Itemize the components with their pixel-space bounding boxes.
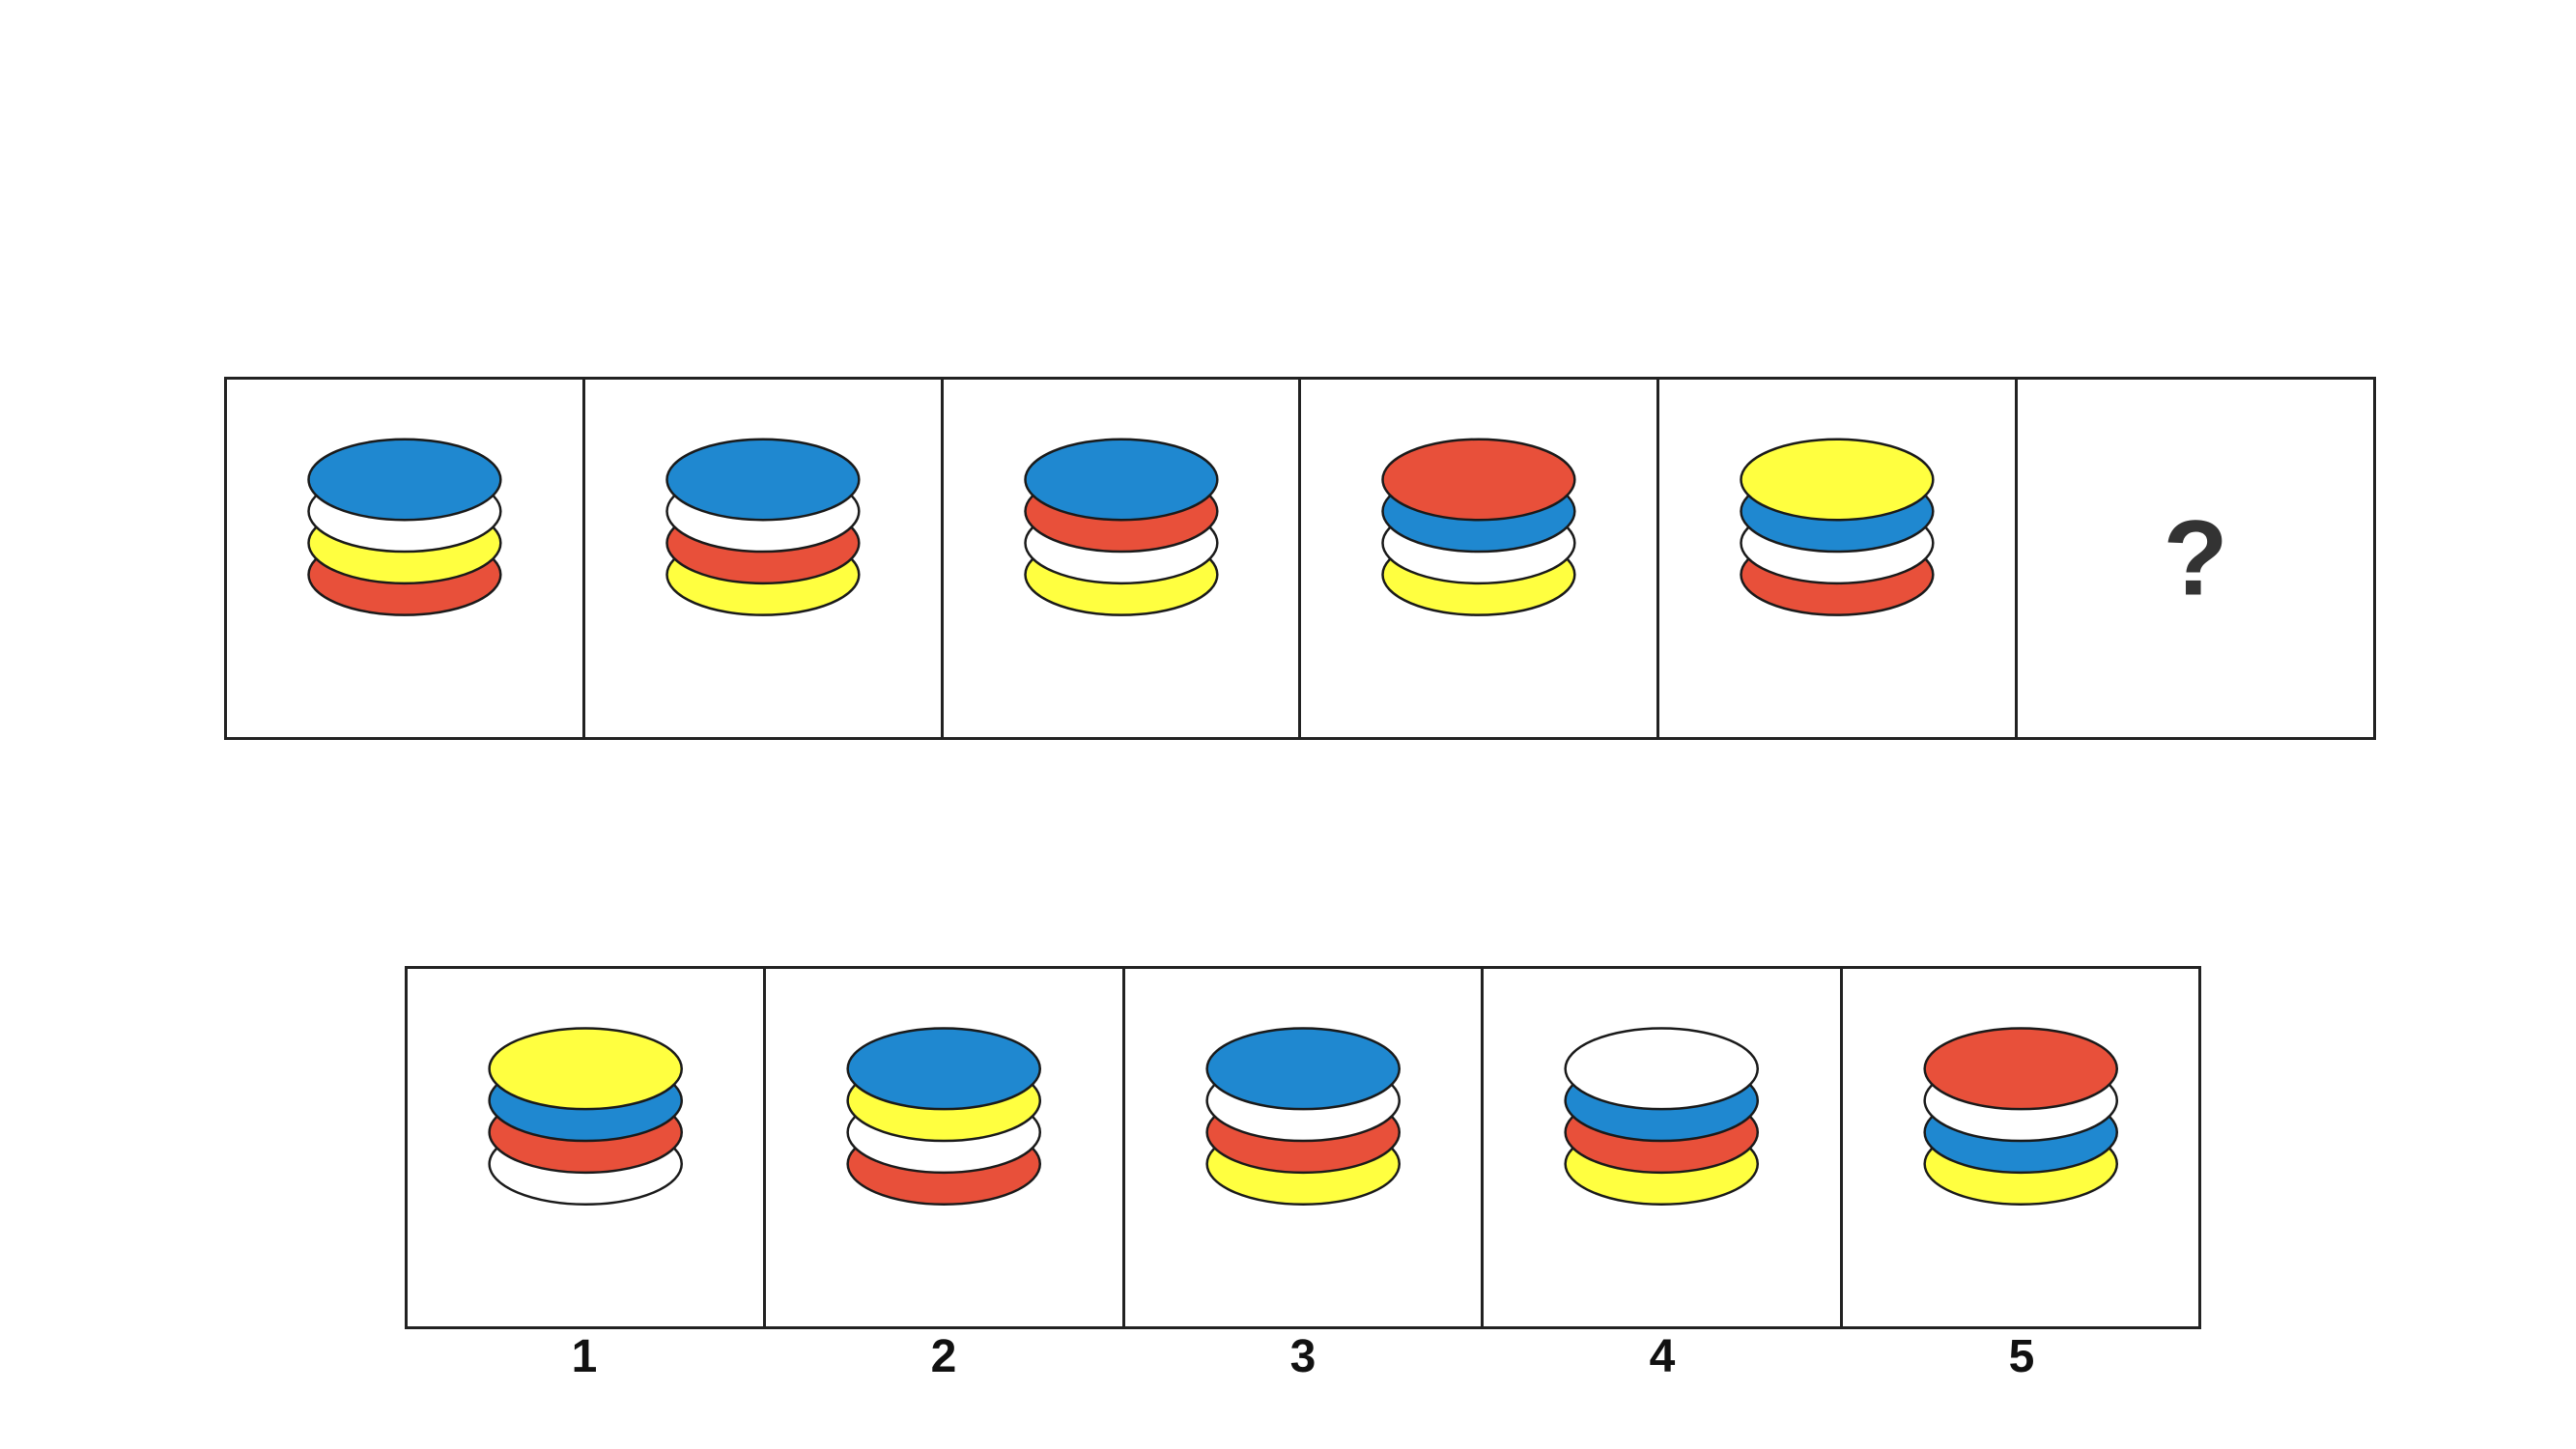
sequence-1-disc-stack xyxy=(307,438,502,616)
white-disc xyxy=(1564,1027,1760,1111)
blue-disc xyxy=(665,438,861,522)
yellow-disc xyxy=(488,1027,684,1111)
sequence-cell-missing: ? xyxy=(2018,380,2373,737)
option-label-2: 2 xyxy=(930,1331,957,1382)
option-label-5: 5 xyxy=(2008,1331,2035,1382)
option-label-1: 1 xyxy=(571,1331,598,1382)
sequence-cell-1 xyxy=(227,380,585,737)
option-label-4: 4 xyxy=(1649,1331,1676,1382)
option-5-disc-stack xyxy=(1923,1027,2118,1206)
blue-disc xyxy=(846,1027,1042,1111)
blue-disc xyxy=(1023,438,1219,522)
option-cell-3[interactable] xyxy=(1125,969,1485,1326)
sequence-2-disc-stack xyxy=(665,438,861,616)
red-disc xyxy=(1923,1027,2118,1111)
sequence-cell-3 xyxy=(944,380,1302,737)
option-1-disc-stack xyxy=(488,1027,684,1206)
option-2-disc-stack xyxy=(846,1027,1042,1206)
option-cell-5[interactable] xyxy=(1843,969,2198,1326)
option-labels: 1 2 3 4 5 xyxy=(405,1323,2201,1391)
sequence-cell-2 xyxy=(585,380,944,737)
sequence-3-disc-stack xyxy=(1023,438,1219,616)
question-mark: ? xyxy=(2163,498,2228,618)
blue-disc xyxy=(307,438,502,522)
option-cell-2[interactable] xyxy=(766,969,1125,1326)
sequence-cell-4 xyxy=(1301,380,1660,737)
options-row xyxy=(405,966,2201,1329)
sequence-row: ? xyxy=(224,377,2376,740)
sequence-cell-5 xyxy=(1659,380,2019,737)
red-disc xyxy=(1381,438,1577,522)
option-cell-4[interactable] xyxy=(1484,969,1843,1326)
option-cell-1[interactable] xyxy=(408,969,767,1326)
yellow-disc xyxy=(1740,438,1935,522)
option-label-3: 3 xyxy=(1289,1331,1316,1382)
option-4-disc-stack xyxy=(1564,1027,1760,1206)
blue-disc xyxy=(1205,1027,1401,1111)
option-3-disc-stack xyxy=(1205,1027,1401,1206)
sequence-5-disc-stack xyxy=(1740,438,1935,616)
sequence-4-disc-stack xyxy=(1381,438,1577,616)
